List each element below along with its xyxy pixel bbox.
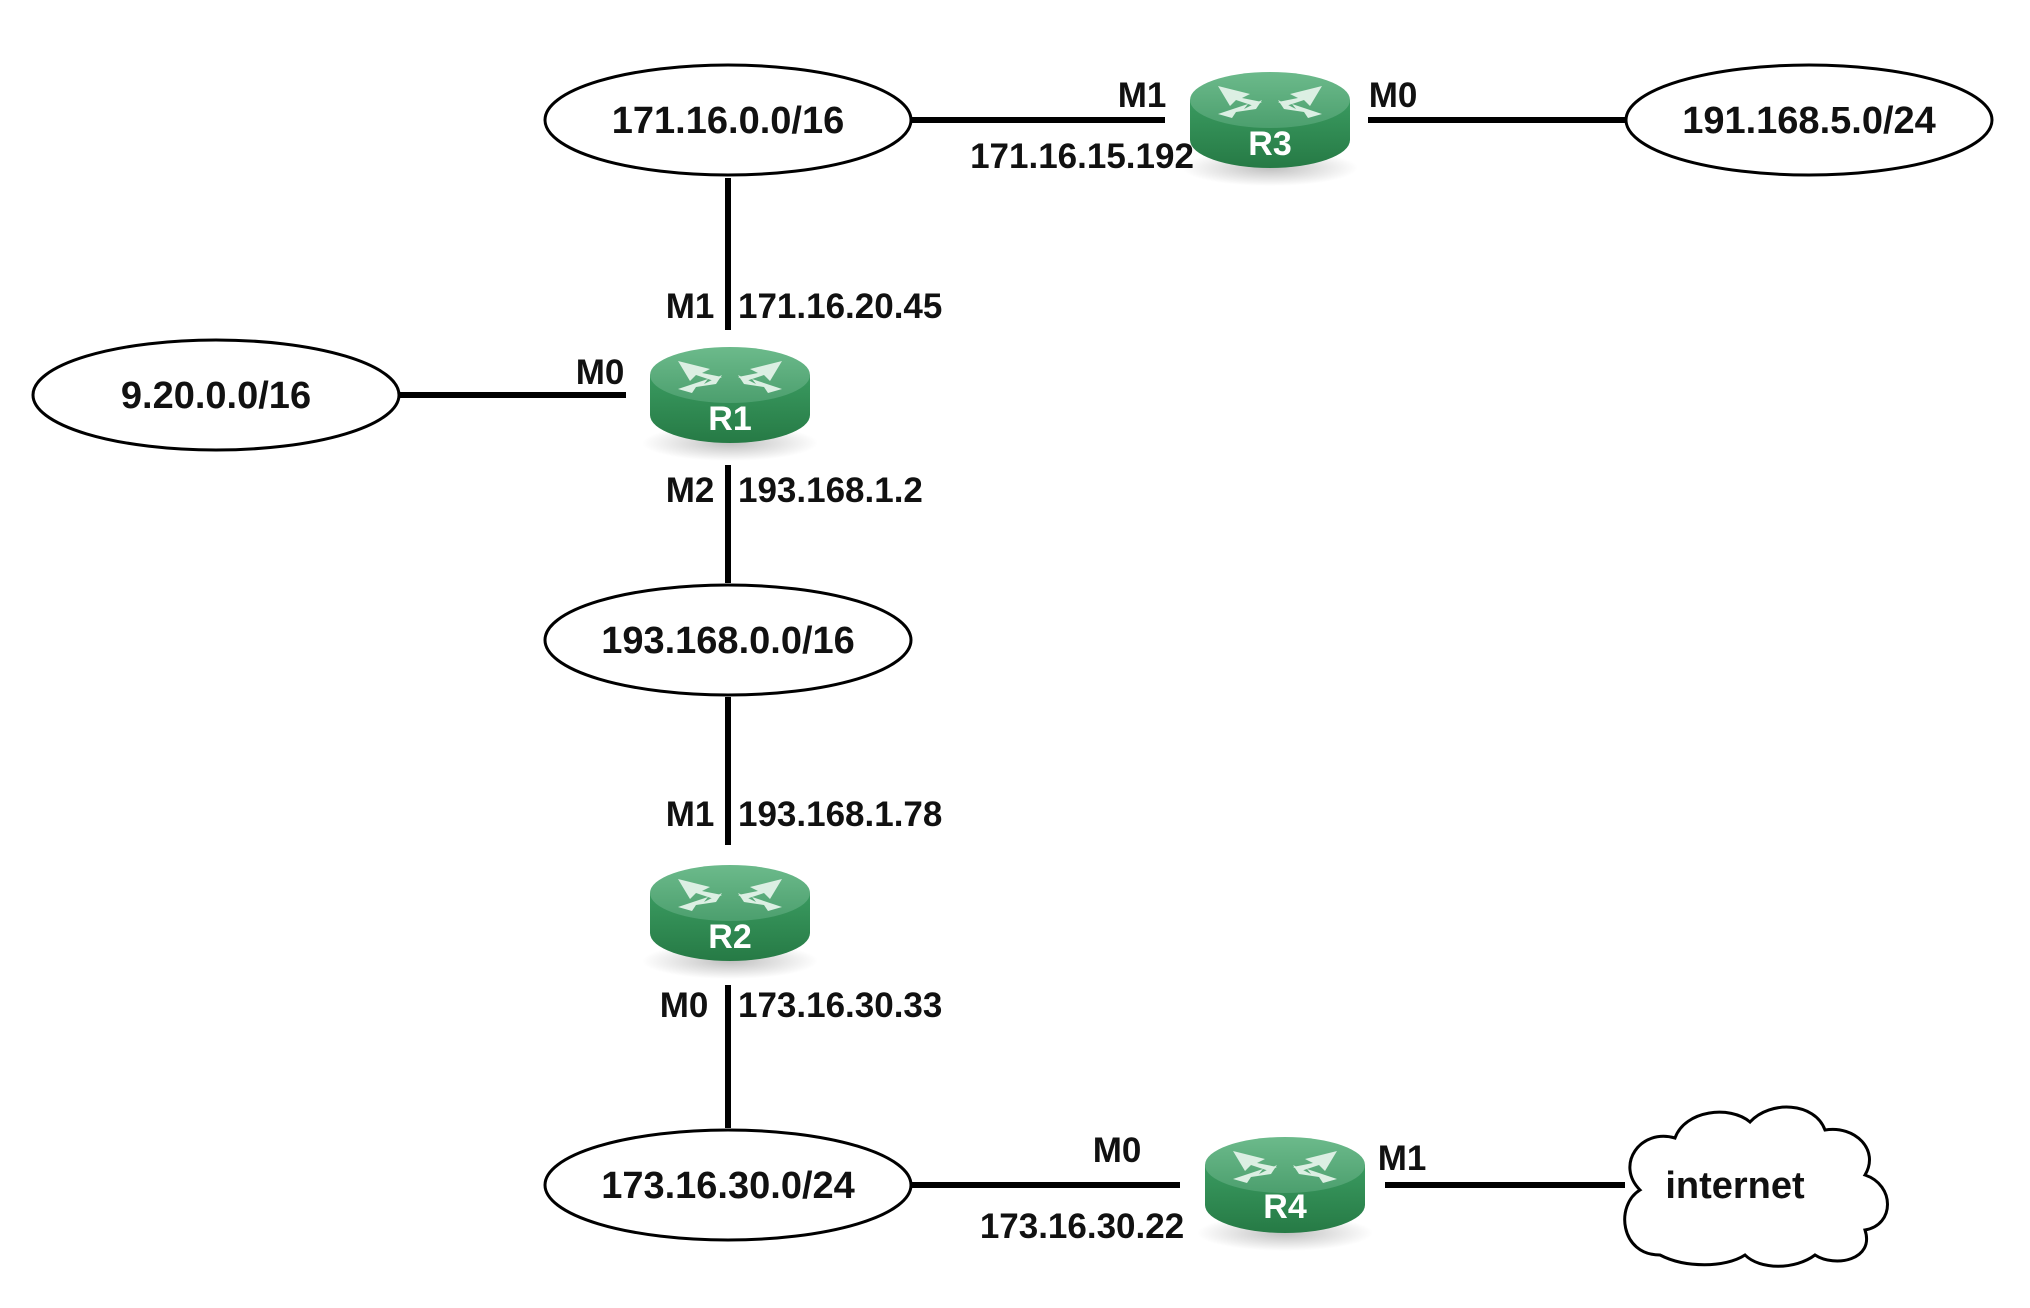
r4-m0-ip: 173.16.30.22 xyxy=(980,1207,1184,1246)
network-171-16-0-0: 171.16.0.0/16 xyxy=(543,63,913,177)
network-label: 173.16.30.0/24 xyxy=(601,1165,855,1207)
network-173-16-30-0: 173.16.30.0/24 xyxy=(543,1128,913,1242)
network-label: 171.16.0.0/16 xyxy=(612,100,844,142)
router-name: R2 xyxy=(708,918,751,956)
network-label: 193.168.0.0/16 xyxy=(601,620,855,662)
network-191-168-5-0: 191.168.5.0/24 xyxy=(1624,63,1994,177)
network-193-168-0-0: 193.168.0.0/16 xyxy=(543,583,913,697)
r3-m1-ip: 171.16.15.192 xyxy=(970,137,1194,176)
r1-m0-interface: M0 xyxy=(576,353,625,392)
router-r1: R1 xyxy=(642,347,818,461)
r2-m0-ip: 173.16.30.33 xyxy=(738,986,942,1025)
cloud-icon xyxy=(1623,1105,1889,1268)
r2-m1-interface: M1 xyxy=(666,795,715,834)
network-label: 191.168.5.0/24 xyxy=(1682,100,1936,142)
router-r3: R3 xyxy=(1182,72,1358,186)
internet-cloud: internet xyxy=(1623,1105,1889,1268)
router-name: R3 xyxy=(1248,125,1291,163)
router-name: R1 xyxy=(708,400,751,438)
r1-m2-ip: 193.168.1.2 xyxy=(738,471,923,510)
r4-m1-interface: M1 xyxy=(1378,1139,1427,1178)
internet-label: internet xyxy=(1665,1165,1805,1207)
network-label: 9.20.0.0/16 xyxy=(121,375,311,417)
r4-m0-interface: M0 xyxy=(1093,1131,1142,1170)
r1-m1-ip: 171.16.20.45 xyxy=(738,287,942,326)
router-r4: R4 xyxy=(1197,1137,1373,1251)
r3-m0-interface: M0 xyxy=(1369,76,1418,115)
r2-m1-ip: 193.168.1.78 xyxy=(738,795,942,834)
network-9-20-0-0: 9.20.0.0/16 xyxy=(31,338,401,452)
r1-m1-interface: M1 xyxy=(666,287,715,326)
r3-m1-interface: M1 xyxy=(1118,76,1167,115)
router-name: R4 xyxy=(1263,1188,1307,1226)
r1-m2-interface: M2 xyxy=(666,471,715,510)
router-r2: R2 xyxy=(642,865,818,979)
r2-m0-interface: M0 xyxy=(660,986,709,1025)
